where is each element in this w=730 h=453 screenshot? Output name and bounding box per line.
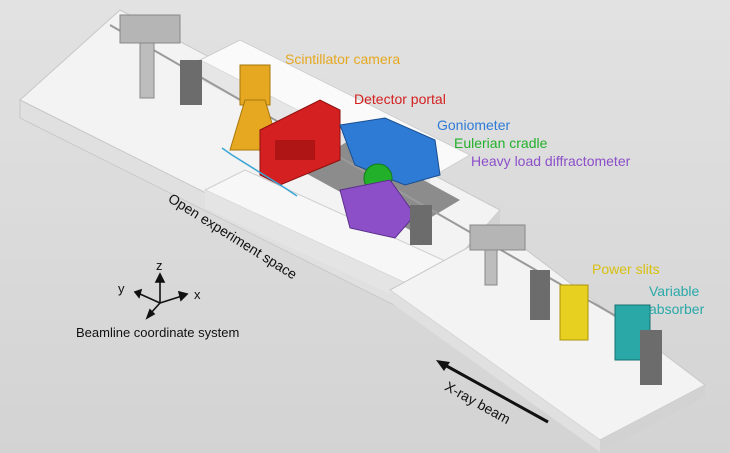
- label-power-slits: Power slits: [592, 261, 660, 277]
- label-variable-absorber-line1: Variable: [649, 283, 700, 299]
- heavy-load-diffractometer-model: [339, 179, 416, 239]
- label-detector-portal: Detector portal: [354, 91, 446, 107]
- xray-beam-arrow: [436, 360, 549, 424]
- coordinate-axes: [133, 272, 189, 320]
- axis-label-x: x: [194, 287, 201, 302]
- scintillator-camera-model: [229, 64, 281, 151]
- detector-portal-model: [259, 99, 341, 186]
- upstream-optics: [119, 14, 202, 105]
- goniometer-model: [339, 117, 441, 186]
- lower-platform: [389, 229, 706, 452]
- power-slits-model: [559, 284, 589, 341]
- downstream-optics: [410, 205, 550, 320]
- label-variable-absorber-line2: absorber: [649, 301, 705, 317]
- open-space-bracket: [221, 147, 298, 197]
- label-goniometer: Goniometer: [437, 117, 511, 133]
- label-scintillator-camera: Scintillator camera: [285, 51, 401, 67]
- label-heavy-load-diffractometer: Heavy load diffractometer: [471, 153, 631, 169]
- axis-label-y: y: [118, 281, 125, 296]
- label-eulerian-cradle: Eulerian cradle: [454, 135, 548, 151]
- end-station-rack: [640, 330, 662, 385]
- coordinate-system-title: Beamline coordinate system: [76, 325, 240, 340]
- axis-label-z: z: [156, 258, 163, 273]
